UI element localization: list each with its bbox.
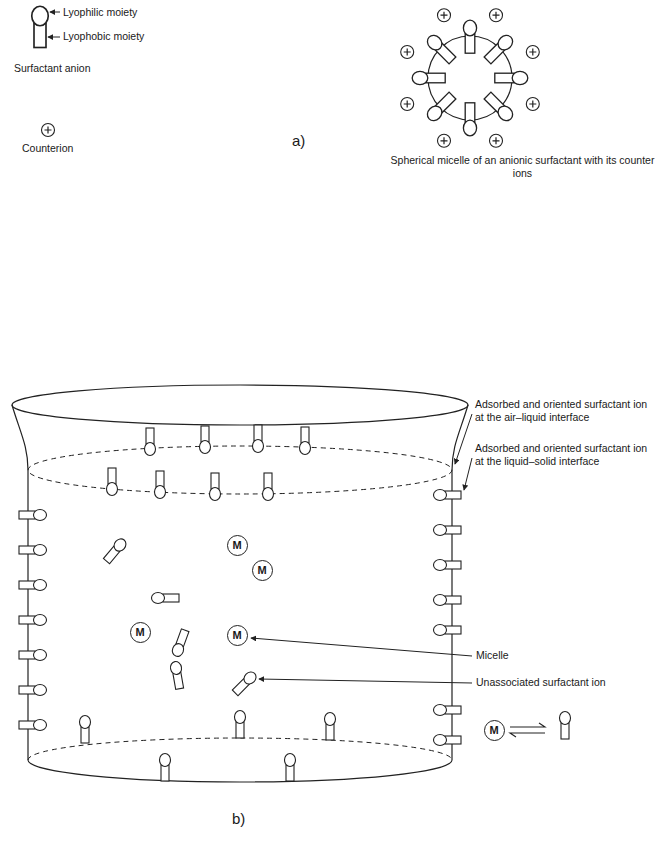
surfactant-symbol <box>107 468 118 496</box>
surfactant-symbol <box>560 712 571 740</box>
callout-label: Adsorbed and oriented surfactant ion at … <box>475 442 655 468</box>
surfactant-symbol <box>253 425 264 453</box>
surfactant-symbol <box>434 625 462 636</box>
surfactant-symbol <box>285 754 296 782</box>
micelle-letter: M <box>257 565 266 576</box>
callout-label: Counterion <box>22 142 73 155</box>
leader-line <box>251 638 472 656</box>
surfactant-symbol <box>434 560 462 571</box>
surfactant-symbol <box>434 490 462 501</box>
micelle-circle: M <box>484 720 505 741</box>
surfactant-symbol <box>19 685 47 696</box>
panel-letter: a) <box>292 132 305 151</box>
callout-label: Lyophilic moiety <box>63 6 137 19</box>
surfactant-symbol <box>235 711 246 739</box>
surfactant-symbol <box>169 661 185 690</box>
surfactant-symbol <box>463 20 476 53</box>
micelle-circle: M <box>130 622 151 643</box>
surfactant-symbol <box>145 428 156 456</box>
counterion-symbol <box>490 134 503 147</box>
surfactant-symbol <box>19 580 47 591</box>
surfactant-symbol <box>80 716 91 744</box>
surfactant-symbol <box>300 427 311 455</box>
surfactant-anion-symbol <box>32 6 49 47</box>
callout-label: Lyophobic moiety <box>63 30 144 43</box>
equilibrium-arrow <box>510 723 545 727</box>
counterion-symbol <box>401 46 414 59</box>
counterion-symbol <box>42 124 55 137</box>
surfactant-symbol <box>483 91 516 124</box>
surfactant-symbol <box>434 525 462 536</box>
surfactant-symbol <box>152 593 180 604</box>
micelle-circle: M <box>252 560 273 581</box>
surfactant-symbol <box>19 615 47 626</box>
surfactant-symbol <box>412 71 445 84</box>
surfactant-symbol <box>200 426 211 454</box>
surfactant-symbol <box>102 536 128 564</box>
surfactant-symbol <box>463 103 476 136</box>
surfactant-symbol <box>19 720 47 731</box>
surfactant-symbol <box>263 473 274 501</box>
leader-line <box>455 414 472 464</box>
surfactant-symbol <box>424 91 457 124</box>
surfactant-symbol <box>424 32 457 65</box>
surfactant-symbol <box>434 735 462 746</box>
beaker-rim <box>12 385 468 425</box>
counterion-symbol <box>438 9 451 22</box>
counterion-symbol <box>401 98 414 111</box>
surfactant-symbol <box>19 510 47 521</box>
callout-label: Surfactant anion <box>14 62 90 75</box>
micelle-letter: M <box>135 627 144 638</box>
surfactant-symbol <box>171 628 191 658</box>
callout-label: Micelle <box>476 649 509 662</box>
leader-line <box>464 458 472 490</box>
callout-label: Adsorbed and oriented surfactant ion at … <box>475 398 655 424</box>
counterion-symbol <box>490 9 503 22</box>
micelle-letter: M <box>232 540 241 551</box>
counterion-symbol <box>526 46 539 59</box>
leader-line <box>259 679 472 683</box>
beaker-bottom-back <box>28 738 452 760</box>
callout-label: Spherical micelle of an anionic surfacta… <box>390 154 655 180</box>
panel-letter: b) <box>232 810 245 829</box>
micelle-circle: M <box>227 625 248 646</box>
surfactant-symbol <box>325 713 336 741</box>
beaker-bottom <box>28 760 452 782</box>
surfactant-symbol <box>210 473 221 501</box>
surfactant-symbol <box>155 471 166 499</box>
liquid-surface <box>28 446 452 494</box>
surfactant-symbol <box>160 754 171 782</box>
micelle-letter: M <box>232 630 241 641</box>
surfactant-symbol <box>495 71 528 84</box>
micelle-circle: M <box>227 535 248 556</box>
surfactant-symbol <box>19 545 47 556</box>
equilibrium-arrow <box>510 733 545 737</box>
surfactant-symbol <box>19 650 47 661</box>
surfactant-symbol <box>483 32 516 65</box>
callout-label: Unassociated surfactant ion <box>476 676 606 689</box>
leader-line <box>50 12 60 13</box>
surfactant-symbol <box>434 595 462 606</box>
surfactant-symbol <box>434 705 462 716</box>
leader-line <box>48 37 60 38</box>
micelle-letter: M <box>489 725 498 736</box>
counterion-symbol <box>438 134 451 147</box>
surfactant-symbol <box>231 670 258 697</box>
counterion-symbol <box>526 98 539 111</box>
